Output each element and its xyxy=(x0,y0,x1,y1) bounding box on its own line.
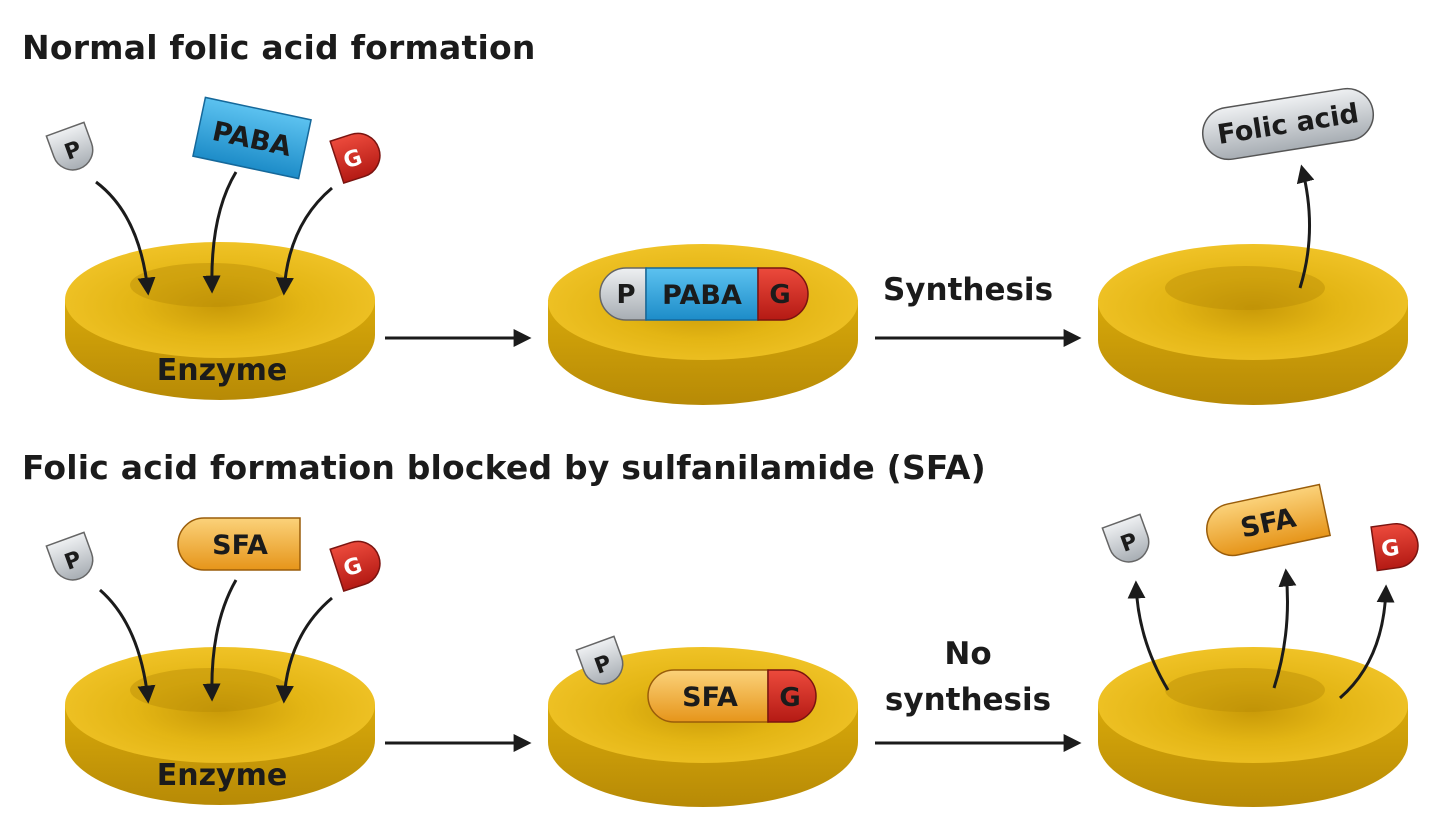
no-synthesis-label-line2: synthesis xyxy=(885,682,1051,718)
g-molecule-top: G xyxy=(329,132,381,185)
p-molecule-bottom: P xyxy=(45,531,94,581)
enzyme-disk-top-3 xyxy=(1098,244,1408,405)
svg-text:P: P xyxy=(1117,529,1141,558)
svg-text:G: G xyxy=(1380,535,1401,562)
arrow-sfa-into-enzyme xyxy=(202,579,238,702)
p-molecule-top: P xyxy=(45,121,94,171)
svg-text:P: P xyxy=(616,280,635,310)
bound-complex-top: P PABA G xyxy=(599,267,809,321)
svg-text:G: G xyxy=(769,280,790,310)
enzyme-label-bottom: Enzyme xyxy=(157,758,287,793)
svg-text:G: G xyxy=(779,683,800,713)
arrow-g-into-enzyme xyxy=(275,186,333,296)
heading-blocked: Folic acid formation blocked by sulfanil… xyxy=(22,448,986,487)
arrow-g-out xyxy=(1339,584,1395,700)
enzyme-disk-top-1 xyxy=(65,242,375,400)
arrow-folic-acid-out xyxy=(1296,164,1315,289)
p-molecule-displaced: P xyxy=(575,635,624,685)
sfa-molecule-bottom: SFA xyxy=(177,517,301,571)
svg-text:P: P xyxy=(61,547,85,576)
sfa-molecule-released: SFA xyxy=(1206,483,1332,557)
folic-acid-molecule: Folic acid xyxy=(1201,87,1375,161)
svg-text:SFA: SFA xyxy=(212,530,268,561)
synthesis-label: Synthesis xyxy=(883,272,1053,308)
no-synthesis-label-line1: No xyxy=(944,636,991,672)
bound-complex-bottom: SFA G xyxy=(647,669,817,723)
svg-text:PABA: PABA xyxy=(662,280,742,311)
svg-text:SFA: SFA xyxy=(682,682,738,713)
arrow-p-out xyxy=(1127,580,1170,691)
enzyme-disk-bottom-1 xyxy=(65,647,375,805)
heading-normal: Normal folic acid formation xyxy=(22,28,536,67)
enzyme-disk-bottom-3 xyxy=(1098,647,1408,807)
g-molecule-released: G xyxy=(1370,522,1419,572)
enzyme-label-top: Enzyme xyxy=(157,353,287,388)
p-molecule-released: P xyxy=(1101,513,1150,563)
g-molecule-bottom: G xyxy=(329,540,381,593)
svg-text:P: P xyxy=(61,137,85,166)
arrow-p-into-enzyme xyxy=(95,180,156,296)
arrow-g-into-enzyme-bottom xyxy=(275,596,333,704)
svg-text:P: P xyxy=(591,651,615,680)
paba-molecule-top: PABA xyxy=(192,96,312,180)
arrow-paba-into-enzyme xyxy=(202,171,238,294)
arrow-p-into-enzyme-bottom xyxy=(99,588,156,704)
arrow-sfa-out xyxy=(1272,568,1297,689)
